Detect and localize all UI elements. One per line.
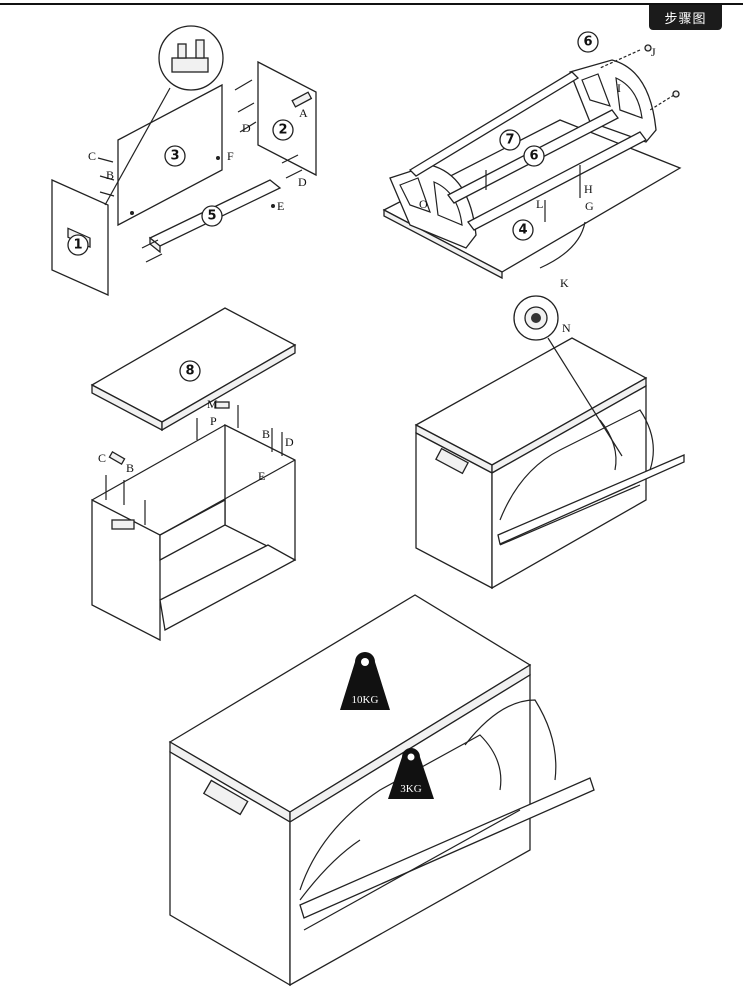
front-rail-6: [467, 131, 647, 231]
flip-door-open: [497, 454, 685, 545]
top-rule: [0, 3, 743, 5]
part-label-a: A: [299, 106, 308, 120]
part-label-e2: E: [258, 469, 265, 483]
handle-k: [539, 221, 586, 269]
part-label-b: B: [106, 168, 114, 182]
step-number-6-top: 6: [583, 35, 592, 50]
carcass-left-side: [91, 498, 161, 642]
load-capacity-diagram: 10KG 3KG: [168, 594, 595, 987]
dowel-screws: [97, 79, 313, 263]
large-cabinet-front: [289, 673, 531, 987]
step-number-4: 4: [518, 223, 527, 238]
part-label-f: F: [227, 149, 234, 163]
top-rail-6: [408, 71, 580, 177]
step-number-5: 5: [207, 209, 216, 224]
part-label-n: N: [562, 321, 571, 335]
part-label-h: H: [584, 182, 593, 196]
step-number-2: 2: [278, 123, 287, 138]
part-label-i: I: [617, 81, 621, 95]
step-number-6-mid: 6: [529, 149, 538, 164]
part-label-c2: C: [98, 451, 106, 465]
part-label-b3: B: [262, 427, 270, 441]
step-number-8: 8: [185, 364, 194, 379]
weight-icon-3kg: [388, 748, 434, 799]
step-number-1: 1: [73, 238, 82, 253]
part-label-c: C: [88, 149, 96, 163]
frame-screws: [485, 44, 680, 222]
assembled-cabinet-diagram: N: [414, 295, 685, 590]
weight-label-3kg: 3KG: [400, 783, 421, 795]
drawer-frame-diagram: 6 7 6 4 J I H G L K O: [382, 31, 682, 290]
part-label-d: D: [242, 121, 251, 135]
part-label-g: G: [585, 199, 594, 213]
cabinet-front: [491, 384, 647, 590]
part-label-k: K: [560, 276, 569, 290]
part-label-p: P: [210, 414, 217, 428]
part-label-b2: B: [126, 461, 134, 475]
weight-label-10kg: 10KG: [352, 694, 379, 706]
handle-slot-2: [111, 519, 135, 530]
weight-icon-10kg: [340, 652, 390, 710]
leader-line: [104, 87, 171, 206]
part-label-l: L: [536, 197, 543, 211]
part-label-e: E: [277, 199, 284, 213]
step-diagram-badge: 步骤图: [649, 5, 722, 30]
large-flip-door: [299, 777, 595, 919]
carcass-bottom: [159, 544, 297, 632]
part-label-m: M: [207, 397, 218, 411]
side-panel-2: [257, 60, 317, 177]
cabinet-handle: [435, 447, 469, 475]
large-cabinet-handle: [202, 779, 249, 816]
part-label-d3: D: [285, 435, 294, 449]
step-number-7: 7: [505, 133, 514, 148]
part-label-d2: D: [298, 175, 307, 189]
part-label-j: J: [651, 45, 656, 59]
exploded-frame-diagram: 1 3 2 5 C B F D D A E: [51, 25, 317, 297]
top-board-assembly-diagram: 8 M P C B B D E: [90, 307, 297, 642]
connector-detail: [171, 57, 209, 73]
step-number-3: 3: [170, 149, 179, 164]
part-label-o: O: [419, 197, 428, 211]
top-dowels: [105, 401, 283, 525]
